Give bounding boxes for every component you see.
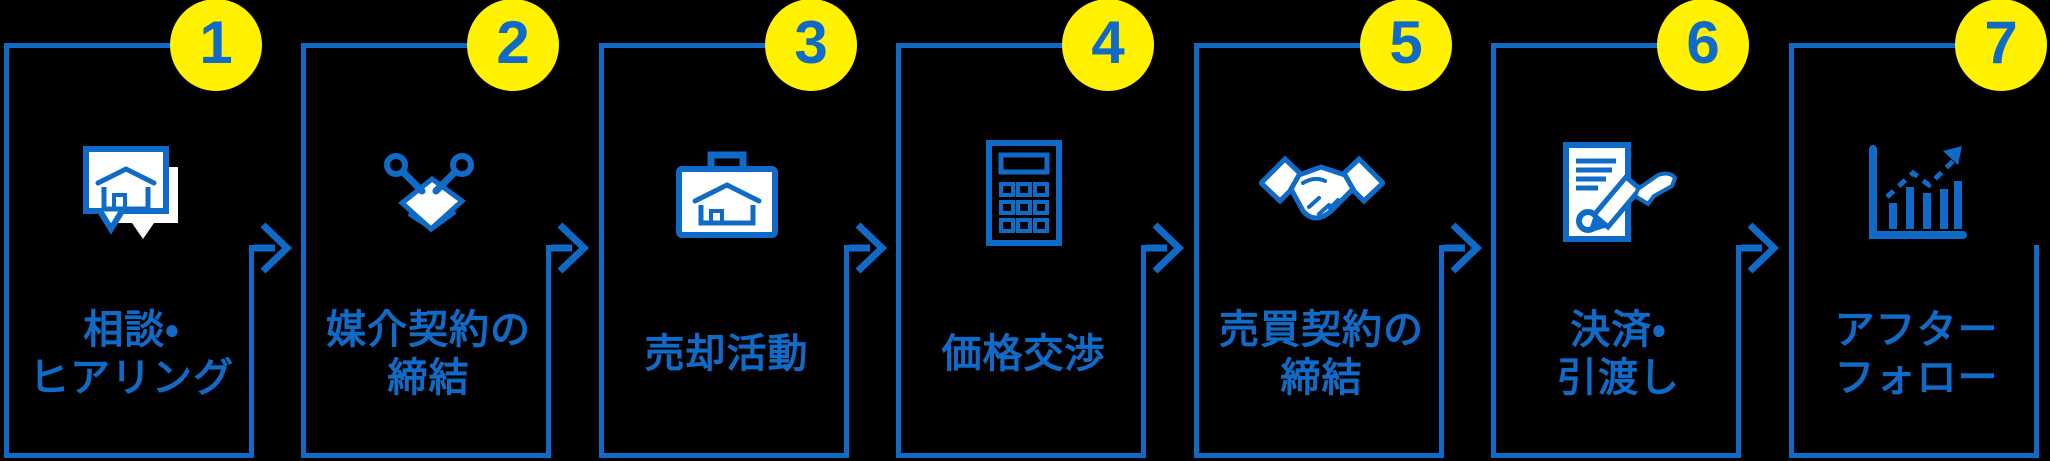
next-step-arrow-icon bbox=[1146, 222, 1185, 274]
card-right-border bbox=[249, 245, 254, 453]
step-number-badge: 3 bbox=[765, 0, 857, 91]
step-number-badge: 4 bbox=[1062, 0, 1154, 91]
step-number: 7 bbox=[1984, 9, 2018, 76]
step-number-badge: 1 bbox=[170, 0, 262, 91]
calculator-icon bbox=[901, 138, 1146, 248]
next-step-arrow-icon bbox=[551, 222, 590, 274]
contract-exchange-icon bbox=[306, 138, 551, 248]
card-right-border bbox=[546, 245, 551, 453]
step-number: 2 bbox=[496, 9, 530, 76]
step-label: 売買契約の 締結 bbox=[1199, 298, 1444, 410]
step-card-7: 7 アフター フォロー bbox=[1789, 0, 2047, 458]
step-label: 相談・ ヒアリング bbox=[9, 298, 254, 410]
step-number: 3 bbox=[794, 9, 828, 76]
step-label: アフター フォロー bbox=[1794, 298, 2039, 410]
next-step-arrow-icon bbox=[1741, 222, 1780, 274]
card-right-border bbox=[2034, 245, 2039, 453]
step-card-6: 6 決済・ 引渡し bbox=[1491, 0, 1780, 458]
next-step-arrow-icon bbox=[254, 222, 293, 274]
step-label-line: 引渡し bbox=[1557, 356, 1680, 400]
next-step-arrow-icon bbox=[849, 222, 888, 274]
card-right-border bbox=[1439, 245, 1444, 453]
step-card-4: 4 価格交渉 bbox=[896, 0, 1185, 458]
step-label-line: 締結 bbox=[1280, 356, 1363, 400]
step-card-3: 3 売却活動 bbox=[599, 0, 888, 458]
growth-chart-icon bbox=[1794, 138, 2039, 248]
card-right-border bbox=[1736, 245, 1741, 453]
next-step-arrow-icon bbox=[1444, 222, 1483, 274]
step-label-line: 価格交渉 bbox=[941, 332, 1106, 376]
step-number: 4 bbox=[1091, 9, 1125, 76]
step-number-badge: 7 bbox=[1955, 0, 2047, 91]
step-number: 1 bbox=[199, 9, 233, 76]
step-card-5: 5 売買契約の 締結 bbox=[1194, 0, 1483, 458]
step-label-line: ヒアリング bbox=[29, 356, 234, 400]
house-chat-icon bbox=[9, 138, 254, 248]
step-card-1: 1 相談・ ヒアリング bbox=[4, 0, 293, 458]
step-number-badge: 2 bbox=[467, 0, 559, 91]
step-number-badge: 6 bbox=[1657, 0, 1749, 91]
step-label: 価格交渉 bbox=[901, 298, 1146, 410]
step-number: 6 bbox=[1686, 9, 1720, 76]
step-label: 媒介契約の 締結 bbox=[306, 298, 551, 410]
step-label-line: アフター bbox=[1834, 308, 1999, 352]
step-label: 決済・ 引渡し bbox=[1496, 298, 1741, 410]
step-label-line: 媒介契約の bbox=[326, 308, 531, 352]
step-label-line: 売却活動 bbox=[644, 332, 809, 376]
step-number-badge: 5 bbox=[1360, 0, 1452, 91]
step-label-line: 決済・ bbox=[1570, 308, 1667, 352]
step-card-2: 2 媒介契約の 締結 bbox=[301, 0, 590, 458]
contract-signing-icon bbox=[1496, 138, 1741, 248]
handshake-icon bbox=[1199, 138, 1444, 248]
card-right-border bbox=[844, 245, 849, 453]
step-label-line: フォロー bbox=[1834, 356, 1999, 400]
step-label: 売却活動 bbox=[604, 298, 849, 410]
step-label-line: 売買契約の bbox=[1219, 308, 1424, 352]
card-right-border bbox=[1141, 245, 1146, 453]
step-label-line: 締結 bbox=[387, 356, 470, 400]
step-number: 5 bbox=[1389, 9, 1423, 76]
briefcase-house-icon bbox=[604, 138, 849, 248]
step-label-line: 相談・ bbox=[83, 308, 180, 352]
